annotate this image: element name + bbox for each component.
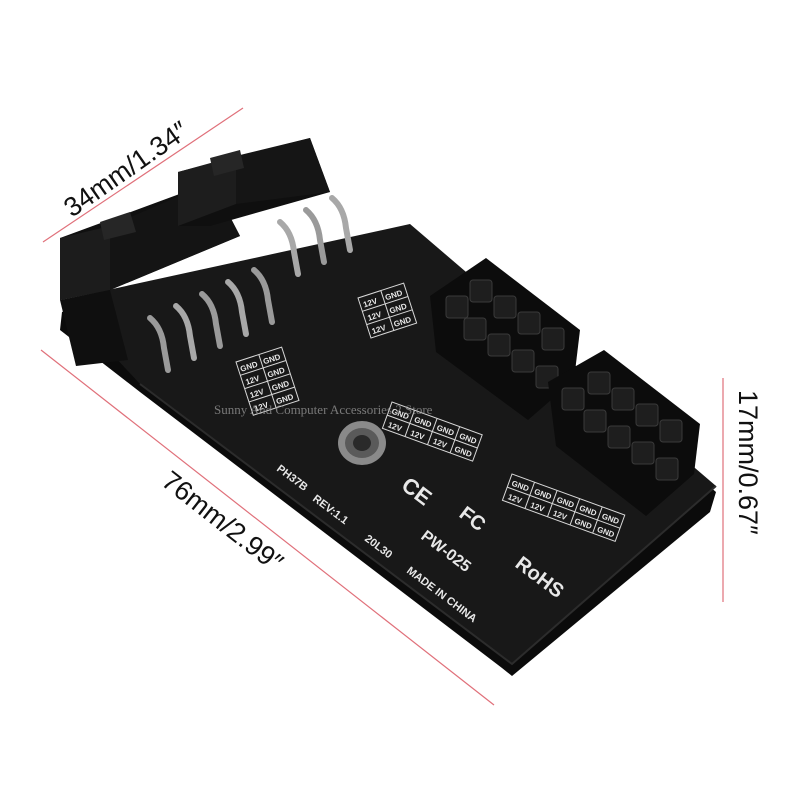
pcb-board: 12V GND 12V GND 12V GND GND GND 12V GND … <box>60 138 717 676</box>
dimension-line-width <box>42 107 244 243</box>
pin-label-12v: 12V <box>249 387 266 400</box>
pin-label-12v: 12V <box>371 323 388 336</box>
dimension-line-length <box>40 349 495 706</box>
store-watermark: Sunny And Computer Accessories 2 Store <box>214 402 433 417</box>
connector-block-bottom <box>548 350 700 516</box>
pin-label-12v: 12V <box>366 310 383 323</box>
height-dimension-label: 17mm/0.67″ <box>733 390 763 535</box>
pin-label-12v: 12V <box>244 374 261 387</box>
board-top-face <box>62 224 716 664</box>
connector-block-top <box>430 258 580 420</box>
mounting-hole <box>338 421 386 465</box>
dimension-lines <box>40 107 724 706</box>
pin-label-12v: 12V <box>253 400 270 413</box>
right-connector-housing <box>178 138 330 226</box>
pin-label-12v: 12V <box>362 296 379 309</box>
bent-pins <box>147 195 353 373</box>
board-edge-highlight <box>139 383 717 666</box>
